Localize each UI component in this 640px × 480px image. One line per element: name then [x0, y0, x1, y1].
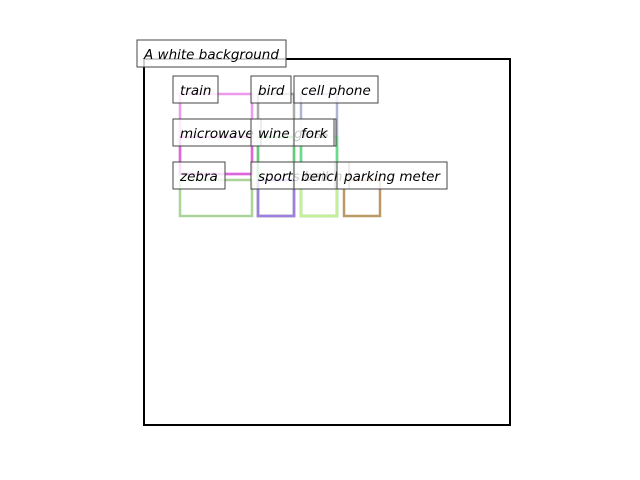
label-zebra: zebra [172, 161, 226, 190]
label-bird: bird [250, 75, 292, 104]
caption-label-box [136, 39, 287, 68]
label-cell-phone: cell phone [293, 75, 379, 104]
label-zebra-text: zebra [179, 169, 218, 185]
label-layer: A white background train microwave zebra bir… [136, 39, 448, 190]
label-train: train [172, 75, 219, 104]
label-train-text: train [180, 83, 211, 99]
label-parking-meter-text: parking meter [343, 169, 441, 185]
label-train-box [172, 75, 219, 104]
label-fork-text: fork [301, 126, 329, 142]
label-zebra-box [172, 161, 226, 190]
label-parking-meter-box [336, 161, 448, 190]
label-bird-box [250, 75, 292, 104]
label-fork: fork [293, 118, 335, 147]
caption-label-text: A white background [143, 47, 279, 63]
label-bird-text: bird [258, 83, 285, 99]
label-microwave-text: microwave [180, 126, 254, 142]
label-fork-box [293, 118, 335, 147]
label-bench-text: bench [301, 169, 342, 185]
caption-label: A white background [136, 39, 287, 68]
label-microwave: microwave [172, 118, 262, 147]
frame-border [143, 58, 511, 426]
label-cell-phone-box [293, 75, 379, 104]
label-cell-phone-text: cell phone [301, 83, 371, 99]
label-parking-meter: parking meter [336, 161, 448, 190]
